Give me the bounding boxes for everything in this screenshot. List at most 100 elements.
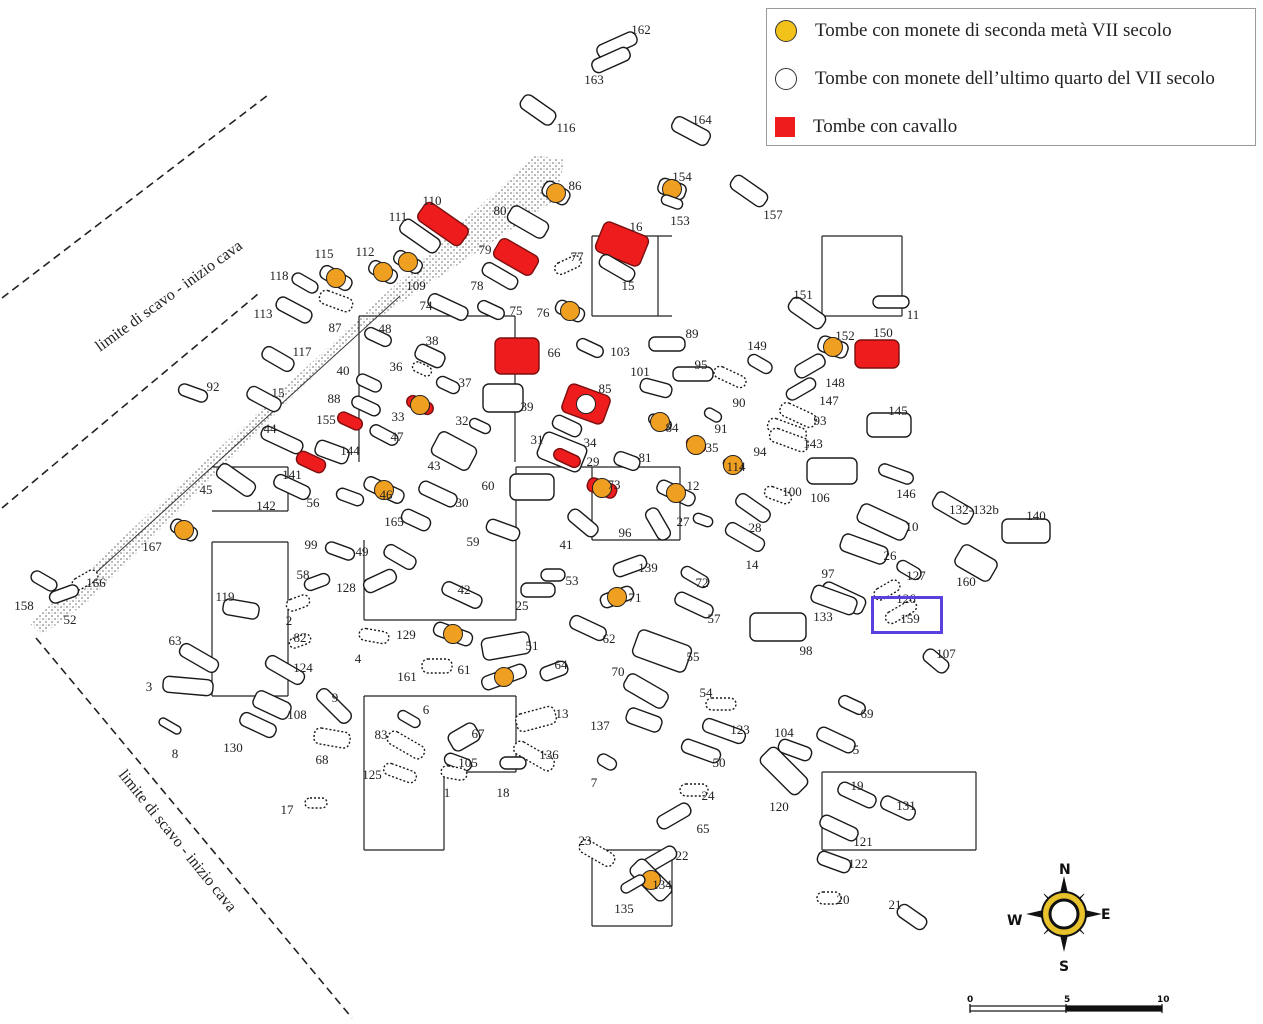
grave-label-26: 26	[884, 548, 898, 563]
grave-outline	[854, 339, 900, 369]
grave-outline	[239, 711, 277, 739]
gold-coin-marker-icon	[686, 435, 706, 455]
grave-outline	[417, 201, 469, 247]
grave-41	[567, 508, 599, 538]
grave-label-55: 55	[687, 649, 700, 664]
grave-label-157: 157	[763, 207, 783, 222]
gold-coin-marker-icon	[373, 262, 393, 282]
grave-label-67: 67	[472, 726, 486, 741]
grave-label-166: 166	[86, 575, 106, 590]
grave-label-144: 144	[340, 443, 360, 458]
grave-69	[838, 694, 866, 716]
map-legend: Tombe con monete di seconda metà VII sec…	[766, 8, 1256, 146]
grave-label-15: 15	[272, 385, 285, 400]
grave-label-31: 31	[531, 432, 544, 447]
grave-37	[435, 375, 461, 395]
grave-outline	[713, 365, 747, 389]
grave-outline	[288, 633, 312, 649]
grave-label-32: 32	[456, 413, 469, 428]
grave-147	[785, 377, 817, 401]
grave-label-16: 16	[630, 219, 644, 234]
grave-158	[30, 570, 58, 592]
grave-label-152: 152	[835, 328, 855, 343]
grave-132-132b	[931, 491, 975, 525]
grave-label-165: 165	[384, 514, 404, 529]
grave-10	[856, 503, 910, 541]
grave-outline	[596, 753, 618, 771]
grave-outline	[729, 174, 769, 208]
grave-label-15: 15	[622, 278, 635, 293]
grave-outline	[318, 289, 354, 313]
grave-label-20: 20	[837, 892, 850, 907]
grave-outline	[1001, 518, 1051, 544]
grave-label-115: 115	[314, 246, 333, 261]
grave-95	[672, 366, 714, 382]
grave-label-5: 5	[853, 742, 860, 757]
grave-outline	[336, 411, 364, 431]
grave-label-124: 124	[293, 660, 313, 675]
grave-18	[499, 756, 527, 770]
grave-label-57: 57	[708, 611, 722, 626]
grave-outline	[785, 377, 817, 401]
grave-78	[481, 261, 519, 291]
grave-17	[304, 797, 328, 809]
grave-outline	[440, 765, 468, 781]
grave-outline	[158, 717, 182, 735]
grave-label-74: 74	[420, 298, 434, 313]
grave-outline	[648, 336, 686, 352]
grave-160	[954, 544, 998, 582]
grave-label-10: 10	[906, 519, 919, 534]
grave-label-43: 43	[428, 458, 441, 473]
grave-label-47: 47	[391, 429, 405, 444]
grave-outline	[48, 584, 80, 604]
scale-tick-10: 10	[1157, 995, 1170, 1005]
grave-outline	[631, 629, 693, 673]
grave-outline	[763, 485, 793, 505]
grave-144	[314, 439, 350, 465]
grave-outline	[485, 518, 521, 542]
grave-label-91: 91	[715, 421, 728, 436]
grave-outline	[553, 447, 581, 469]
grave-label-133: 133	[813, 609, 833, 624]
grave-110	[417, 201, 469, 247]
gold-coin-marker-icon	[592, 478, 612, 498]
grave-outline	[520, 582, 556, 598]
grave-label-104: 104	[774, 725, 794, 740]
grave-88	[351, 395, 381, 417]
grave-label-158: 158	[14, 598, 34, 613]
grave-125	[382, 762, 418, 784]
grave-142	[273, 473, 311, 501]
grave-123	[701, 717, 747, 745]
grave-2	[285, 594, 311, 612]
grave-label-85: 85	[599, 381, 612, 396]
grave-outline	[623, 673, 669, 709]
grave-outline	[494, 337, 540, 375]
grave-outline	[931, 491, 975, 525]
upper-boundary-label: limite di scavo - inizio cava	[92, 237, 245, 355]
grave-label-35: 35	[706, 440, 719, 455]
grave-outline	[819, 814, 859, 842]
grave-outline	[922, 648, 950, 674]
grave-label-19: 19	[851, 778, 864, 793]
grave-1	[440, 765, 468, 781]
grave-91	[703, 407, 723, 423]
scale-labels: 0 5 10	[967, 995, 1170, 1005]
grave-5	[816, 726, 856, 754]
grave-label-24: 24	[702, 788, 716, 803]
grave-75	[477, 299, 505, 321]
gold-coin-marker-icon	[607, 587, 627, 607]
grave-9	[315, 687, 353, 725]
graves-layer	[30, 31, 1051, 931]
grave-label-25: 25	[516, 598, 529, 613]
grave-label-162: 162	[631, 22, 651, 37]
grave-label-167: 167	[142, 539, 162, 554]
grave-65	[656, 802, 692, 830]
grave-166	[71, 569, 99, 591]
grave-outline	[660, 194, 684, 210]
grave-66	[494, 337, 540, 375]
grave-99	[324, 541, 356, 561]
grave-outline	[816, 850, 852, 874]
grave-label-6: 6	[423, 702, 430, 717]
grave-93	[779, 401, 817, 429]
grave-label-42: 42	[458, 582, 471, 597]
